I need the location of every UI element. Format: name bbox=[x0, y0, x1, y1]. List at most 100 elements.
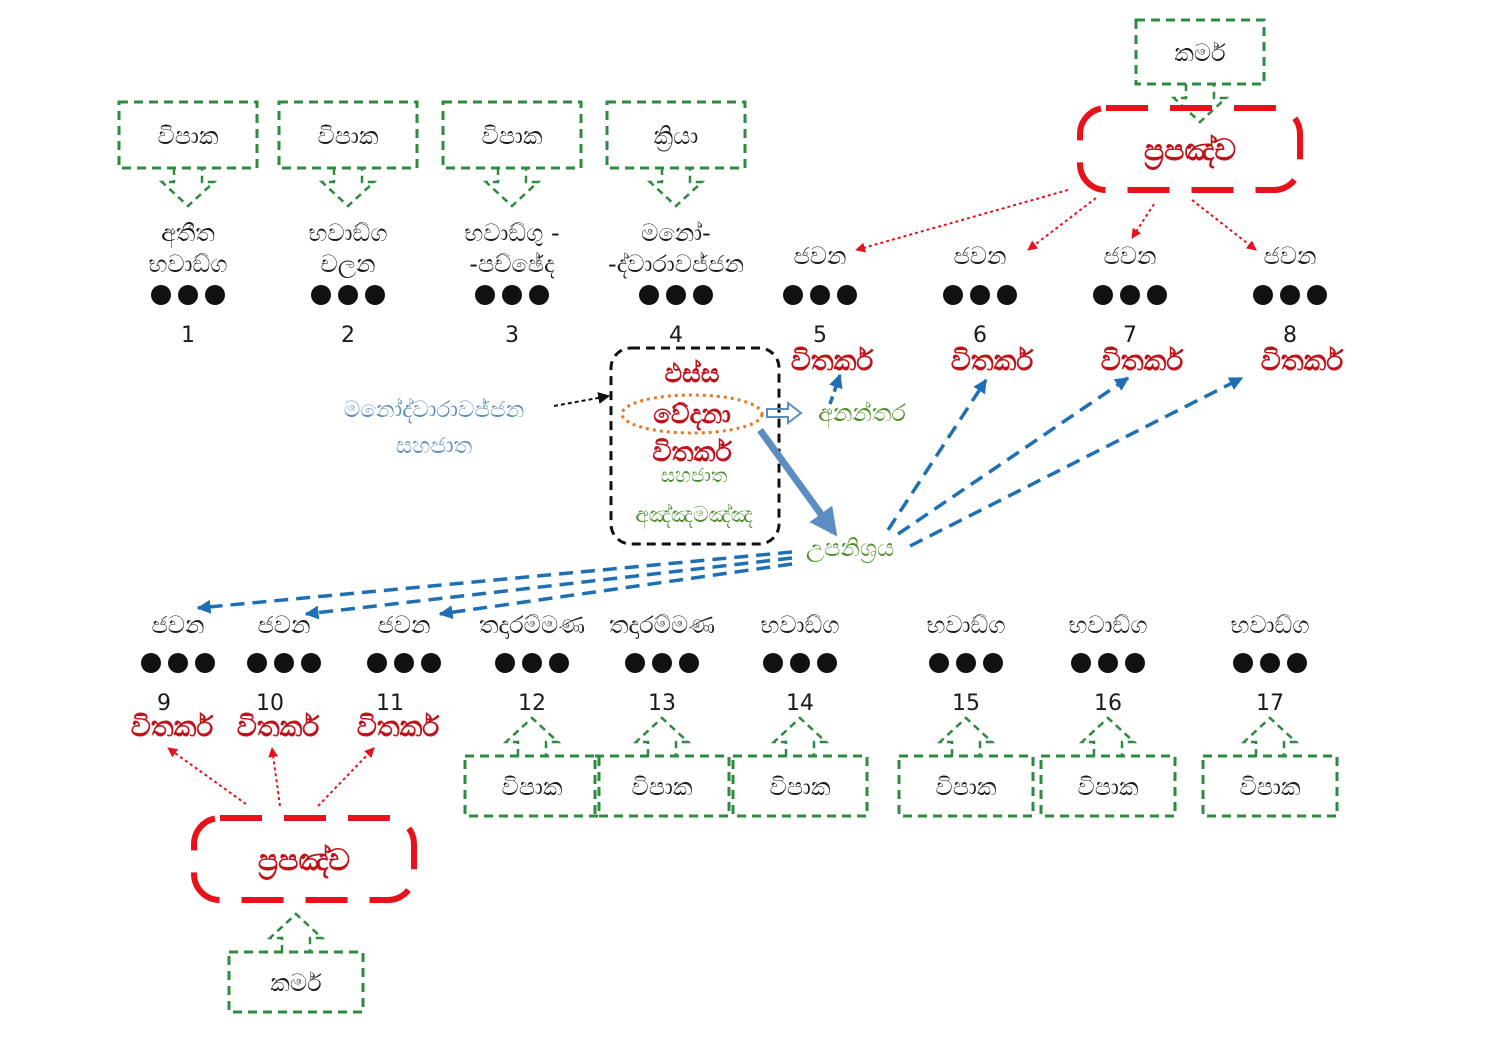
anantara-to-vitakka-5 bbox=[828, 373, 843, 405]
moment-6-dots-2 bbox=[970, 285, 990, 305]
upanissaya-to-10 bbox=[304, 556, 793, 620]
source-box-12-frame bbox=[463, 754, 601, 818]
moment-17-number: 17 bbox=[1256, 691, 1284, 716]
moment-4-dots bbox=[639, 285, 713, 305]
moment-6-number: 6 bbox=[973, 323, 987, 348]
karma-box-top: කර්ම bbox=[1134, 18, 1266, 124]
moment-9-vitakka: විතර්ක bbox=[131, 710, 215, 743]
source-box-3: විපාක bbox=[441, 100, 583, 208]
moment-4-dots-1 bbox=[639, 285, 659, 305]
source-box-2-frame bbox=[277, 100, 419, 170]
source-box-4-label: ක්‍රියා bbox=[654, 122, 699, 151]
moment-17-dots-2 bbox=[1260, 653, 1280, 673]
moment-14-dots-3 bbox=[817, 653, 837, 673]
moment-12-dots-2 bbox=[522, 653, 542, 673]
source-box-1: විපාක bbox=[117, 100, 259, 208]
karma-box-top-label: කර්ම bbox=[1174, 39, 1226, 67]
moment-17-dots-1 bbox=[1233, 653, 1253, 673]
karma-box-bottom: කර්ම bbox=[227, 912, 365, 1014]
moment-5-label: ජවන bbox=[794, 242, 847, 270]
moment-15-dots-3 bbox=[983, 653, 1003, 673]
moment-11-dots-2 bbox=[394, 653, 414, 673]
moment-13-number: 13 bbox=[648, 691, 676, 716]
moment-8-number: 8 bbox=[1283, 323, 1297, 348]
moment-17-dots-3 bbox=[1287, 653, 1307, 673]
source-box-15-label: විපාක bbox=[936, 773, 997, 801]
source-box-1-frame bbox=[117, 100, 259, 170]
moment-4-label-line2: -ද්වාරාවජ්ජන bbox=[608, 250, 744, 279]
moment-11-label: ජවන bbox=[378, 611, 431, 639]
source-box-15-arrow bbox=[936, 716, 996, 756]
source-box-1-label: විපාක bbox=[158, 122, 219, 150]
source-box-17-frame bbox=[1201, 754, 1339, 818]
moment-15-dots-2 bbox=[956, 653, 976, 673]
prapancha-to-6 bbox=[1027, 197, 1097, 251]
karma-box-bottom-label: කර්ම bbox=[270, 969, 322, 997]
source-box-16: විපාක bbox=[1039, 716, 1177, 818]
moment-16-label: භවාඞ්ග bbox=[1069, 611, 1148, 639]
moment-16-dots-1 bbox=[1071, 653, 1091, 673]
source-box-17: විපාක bbox=[1201, 716, 1339, 818]
source-box-16-label: විපාක bbox=[1078, 773, 1139, 801]
moment-8-label: ජවන bbox=[1264, 242, 1317, 270]
prapancha-box-top-frame bbox=[1077, 105, 1303, 193]
moment-1-dots bbox=[151, 285, 225, 305]
source-box-2: විපාක bbox=[277, 100, 419, 208]
source-box-4: ක්‍රියා bbox=[605, 100, 747, 208]
moment-13-dots-1 bbox=[625, 653, 645, 673]
moment-2-number: 2 bbox=[341, 323, 355, 348]
source-box-12-label: විපාක bbox=[502, 773, 563, 801]
moment-7-label: ජවන bbox=[1104, 242, 1157, 270]
moment-15-dots bbox=[929, 653, 1003, 673]
moment-14-dots-2 bbox=[790, 653, 810, 673]
karma-box-top-arrow bbox=[1170, 84, 1230, 124]
moment-17-dots bbox=[1233, 653, 1307, 673]
source-box-13-arrow bbox=[632, 716, 692, 756]
moment-5-vitakka: විතර්ක bbox=[791, 344, 875, 377]
karma-box-bottom-arrow bbox=[266, 912, 326, 952]
moment-9-label: ජවන bbox=[152, 611, 205, 639]
moment-16-dots-2 bbox=[1098, 653, 1118, 673]
moment-7-number: 7 bbox=[1123, 323, 1137, 348]
moment-7-vitakka: විතර්ක bbox=[1101, 344, 1185, 377]
moment-8-dots bbox=[1253, 285, 1327, 305]
moment-14-dots bbox=[763, 653, 837, 673]
moment-6-dots-3 bbox=[997, 285, 1017, 305]
karma-box-bottom-frame bbox=[227, 950, 365, 1014]
moment-11-number: 11 bbox=[376, 691, 404, 716]
moment-5-dots-2 bbox=[810, 285, 830, 305]
moment-17-label: භවාඞ්ග bbox=[1231, 611, 1310, 639]
moment-5-dots-3 bbox=[837, 285, 857, 305]
moment-1-dots-3 bbox=[205, 285, 225, 305]
moment-2-dots-2 bbox=[338, 285, 358, 305]
moment-6-label: ජවන bbox=[954, 242, 1007, 270]
upanissaya-to-7 bbox=[897, 376, 1130, 536]
moment-3-dots-1 bbox=[475, 285, 495, 305]
source-box-1-arrow bbox=[158, 168, 218, 208]
moment-15-dots-1 bbox=[929, 653, 949, 673]
moment-15-label: භවාඞ්ග bbox=[927, 611, 1006, 639]
moment-10-dots-1 bbox=[247, 653, 267, 673]
moment-12-dots bbox=[495, 653, 569, 673]
source-box-15: විපාක bbox=[897, 716, 1035, 818]
vitakka-to-upanissaya-arrow bbox=[757, 427, 838, 537]
moment-11-dots-3 bbox=[421, 653, 441, 673]
moment-3-number: 3 bbox=[505, 323, 519, 348]
source-box-12-arrow bbox=[502, 716, 562, 756]
moment-2-dots-1 bbox=[311, 285, 331, 305]
moment-1-dots-2 bbox=[178, 285, 198, 305]
moment-4-dots-3 bbox=[693, 285, 713, 305]
moment-5-number: 5 bbox=[813, 323, 827, 348]
moment-8-dots-3 bbox=[1307, 285, 1327, 305]
moment-2-dots-3 bbox=[365, 285, 385, 305]
moment-3-label-line1: භවාඞ්ගු - bbox=[464, 219, 559, 247]
moment-13-label: තදාරම්මණ bbox=[609, 611, 715, 639]
source-box-3-label: විපාක bbox=[482, 122, 543, 150]
moment-1-dots-1 bbox=[151, 285, 171, 305]
source-box-4-arrow bbox=[646, 168, 706, 208]
moment-5-dots-1 bbox=[783, 285, 803, 305]
prapancha-to-7 bbox=[1131, 203, 1155, 239]
moment-5-dots bbox=[783, 285, 857, 305]
moment-13-dots-3 bbox=[679, 653, 699, 673]
moment-10-label: ජවන bbox=[258, 611, 311, 639]
